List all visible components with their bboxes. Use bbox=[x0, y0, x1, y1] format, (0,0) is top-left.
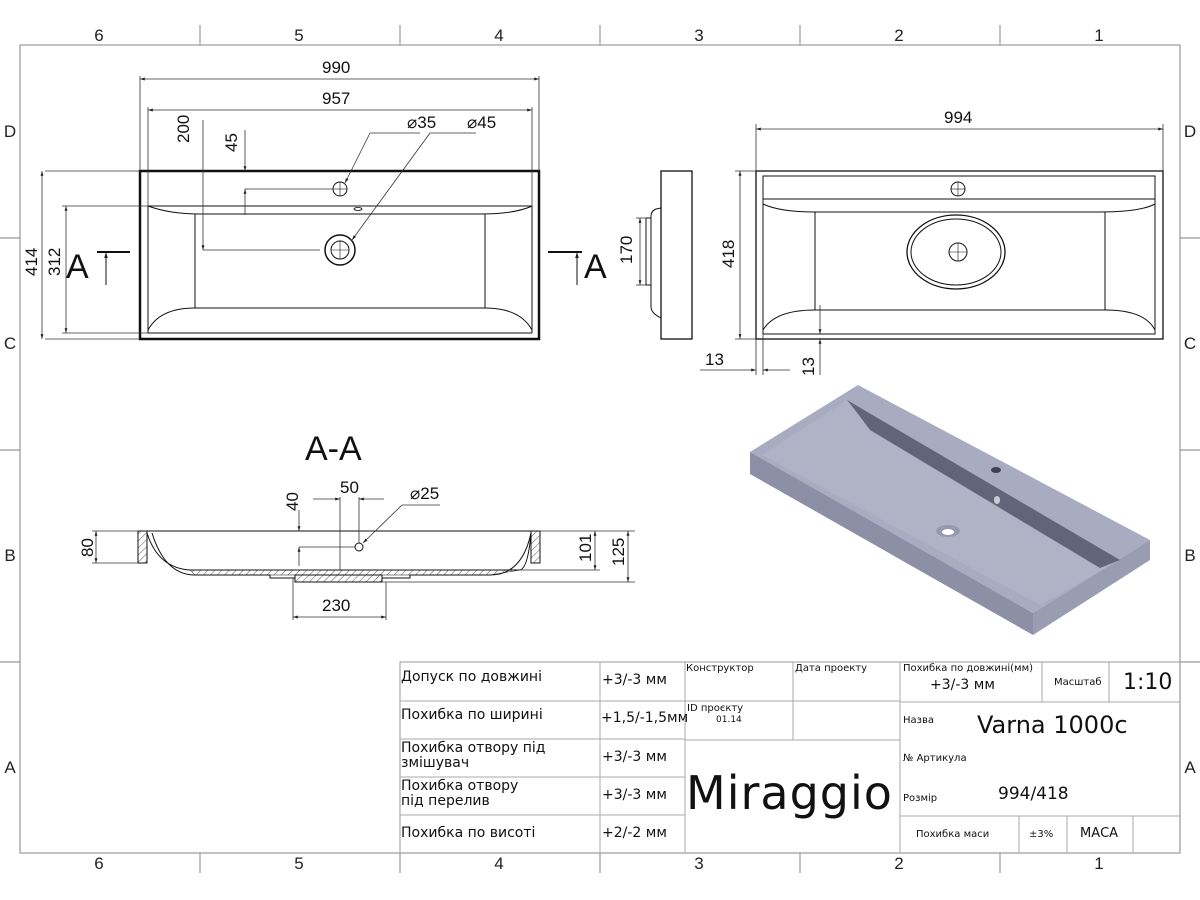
zone-col-4-bottom: 4 bbox=[494, 854, 504, 873]
brand-logo: Miraggio bbox=[686, 766, 893, 820]
zone-row-a: A bbox=[4, 758, 16, 777]
dim-overflow-offset: 50 bbox=[340, 478, 359, 497]
bottom-view-dimensions bbox=[700, 124, 1164, 375]
section-marker-left: A bbox=[66, 248, 89, 286]
zone-col-2: 2 bbox=[894, 26, 904, 45]
dim-rim-depth: 45 bbox=[222, 133, 241, 152]
designer-label: Конструктор bbox=[686, 663, 754, 674]
length-tolerance-label: Похибка по довжині(мм) bbox=[903, 663, 1034, 674]
tolerance-value-height: +2/-2 мм bbox=[602, 825, 667, 841]
tolerance-value-length: +3/-3 мм bbox=[602, 672, 667, 688]
dim-offset-y: 13 bbox=[799, 357, 818, 376]
scale-label: Масштаб bbox=[1054, 677, 1102, 688]
zone-col-1-bottom: 1 bbox=[1094, 854, 1104, 873]
name-label: Назва bbox=[903, 715, 934, 726]
section-view bbox=[137, 530, 541, 583]
dim-offset-x: 13 bbox=[705, 350, 724, 369]
top-view-dimensions bbox=[40, 76, 540, 340]
dim-overflow-dia: ⌀25 bbox=[410, 484, 440, 503]
zone-row-c: C bbox=[3, 334, 17, 353]
project-id-label: ID проєкту bbox=[687, 703, 744, 714]
mass-label: МАСА bbox=[1080, 826, 1119, 841]
section-title: A-A bbox=[305, 430, 362, 468]
zone-row-b-right: B bbox=[1184, 546, 1196, 565]
isometric-view bbox=[750, 385, 1150, 635]
section-marker-lines bbox=[97, 251, 582, 285]
zone-row-d-right: D bbox=[1183, 122, 1197, 141]
article-label: № Артикула bbox=[903, 753, 967, 764]
project-date-label: Дата проекту bbox=[795, 663, 868, 674]
diameter-icon: ⌀ bbox=[467, 113, 478, 132]
zone-col-2-bottom: 2 bbox=[894, 854, 904, 873]
dim-drain-base-width: 230 bbox=[322, 596, 351, 615]
dim-mixer-hole-dia: ⌀35 bbox=[407, 113, 437, 132]
zone-row-c-right: C bbox=[1183, 334, 1197, 353]
length-tolerance-value: +3/-3 мм bbox=[930, 677, 995, 693]
section-marker-right: A bbox=[584, 248, 607, 286]
zone-col-6-bottom: 6 bbox=[94, 854, 104, 873]
mass-tolerance-value: ±3% bbox=[1029, 829, 1054, 840]
dim-bottom-overall-width: 994 bbox=[944, 108, 973, 127]
dim-overflow-height: 40 bbox=[283, 492, 302, 511]
size-label: Розмір bbox=[903, 793, 938, 804]
dim-mount-height: 170 bbox=[617, 235, 636, 264]
tolerance-value-mixer-hole: +3/-3 мм bbox=[602, 749, 667, 765]
mass-value bbox=[1135, 826, 1179, 846]
tolerance-label-height: Похибка по висоті bbox=[401, 825, 536, 841]
zone-col-6: 6 bbox=[94, 26, 104, 45]
zone-col-3-bottom: 3 bbox=[694, 854, 704, 873]
zone-col-4: 4 bbox=[494, 26, 504, 45]
dim-mixer-offset: 200 bbox=[174, 114, 193, 143]
tolerance-value-width: +1,5/-1,5мм bbox=[601, 710, 689, 726]
mass-tolerance-label: Похибка маси bbox=[916, 829, 990, 840]
dim-bottom-overall-depth: 418 bbox=[719, 239, 738, 268]
section-view-dimensions bbox=[92, 497, 635, 620]
title-block-grid bbox=[399, 661, 1181, 854]
dim-rim-height: 80 bbox=[78, 538, 97, 557]
dim-drain-dia: ⌀45 bbox=[467, 113, 497, 132]
zone-row-b: B bbox=[4, 546, 16, 565]
dim-total-height: 125 bbox=[609, 537, 628, 566]
dim-overall-depth: 414 bbox=[22, 247, 41, 276]
zone-row-d: D bbox=[3, 122, 17, 141]
size-value: 994/418 bbox=[998, 784, 1069, 804]
dim-top-inner-width: 957 bbox=[322, 89, 351, 108]
zone-row-a-right: A bbox=[1184, 758, 1196, 777]
tolerance-label-width: Похибка по ширині bbox=[401, 707, 543, 723]
dim-top-overall-width: 990 bbox=[322, 58, 351, 77]
zone-col-1: 1 bbox=[1094, 26, 1104, 45]
side-view bbox=[636, 170, 693, 340]
dim-bowl-depth: 101 bbox=[576, 533, 595, 562]
tolerance-label-mixer-hole: Похибка отвору під змішувач bbox=[401, 740, 546, 771]
scale-value: 1:10 bbox=[1123, 670, 1173, 695]
diameter-icon: ⌀ bbox=[407, 113, 418, 132]
zone-col-5-bottom: 5 bbox=[294, 854, 304, 873]
tolerance-value-overflow-hole: +3/-3 мм bbox=[602, 787, 667, 803]
dim-inner-depth: 312 bbox=[45, 247, 64, 276]
tolerance-label-overflow-hole: Похибка отвору під перелив bbox=[401, 778, 519, 809]
bottom-view bbox=[755, 170, 1164, 340]
zone-col-5: 5 bbox=[294, 26, 304, 45]
tolerance-label-length: Допуск по довжині bbox=[401, 669, 542, 685]
diameter-icon: ⌀ bbox=[410, 484, 421, 503]
zone-col-3: 3 bbox=[694, 26, 704, 45]
project-id-value: 01.14 bbox=[716, 715, 742, 725]
product-name: Varna 1000c bbox=[977, 711, 1128, 739]
top-view bbox=[138, 169, 541, 341]
